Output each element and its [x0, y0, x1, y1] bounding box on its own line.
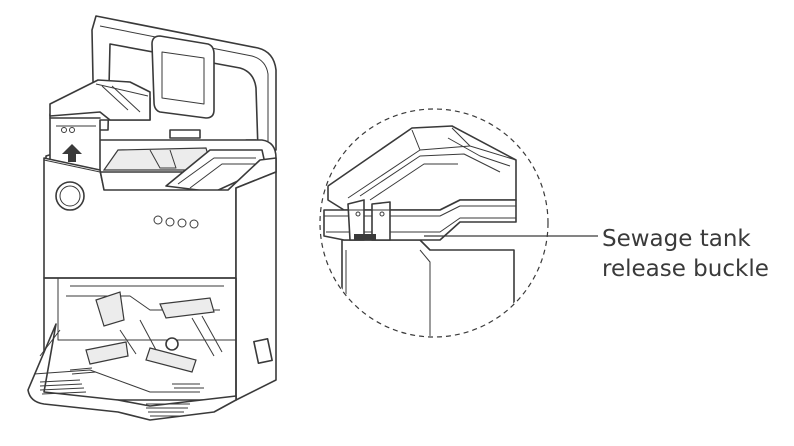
up-arrow-icon	[62, 144, 82, 162]
magnified-detail-circle	[319, 108, 549, 338]
station-lid	[91, 15, 277, 153]
base-station-illustration	[27, 15, 277, 421]
callout-label: Sewage tank release buckle	[602, 224, 769, 284]
station-top-opening	[45, 139, 277, 193]
callout-label-line-2: release buckle	[602, 256, 769, 282]
callout-label-line-1: Sewage tank	[602, 226, 751, 252]
station-base-ramp	[27, 278, 237, 421]
release-buckle	[347, 199, 391, 241]
